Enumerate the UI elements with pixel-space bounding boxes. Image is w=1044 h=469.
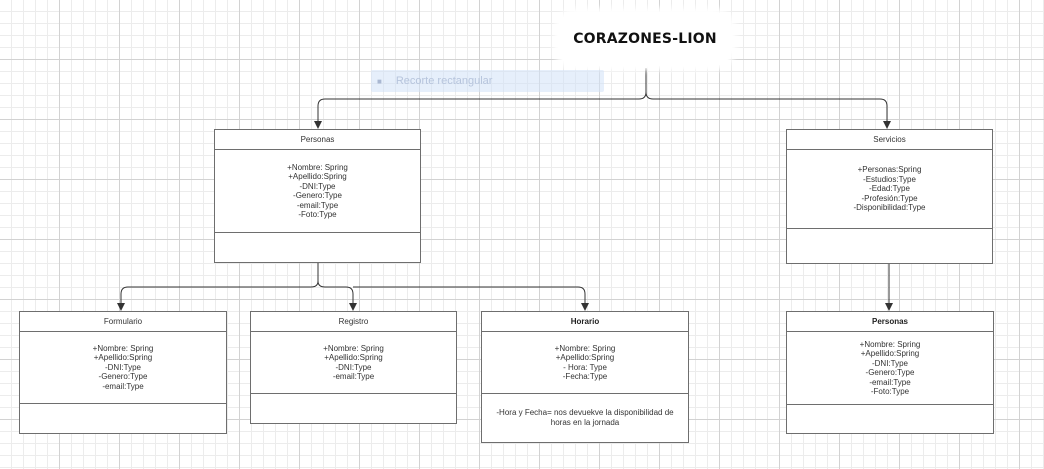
methods-section bbox=[215, 233, 420, 262]
rectangle-shape-icon: ■ bbox=[377, 76, 382, 86]
connector-to-servicios bbox=[653, 98, 891, 129]
attribute-item: -Foto:Type bbox=[298, 210, 337, 219]
class-name: Servicios bbox=[787, 130, 992, 150]
attribute-item: +Nombre: Spring bbox=[554, 343, 616, 353]
attribute-item: -Disponibilidad:Type bbox=[853, 203, 926, 213]
tool-tooltip: ■ Recorte rectangular bbox=[371, 70, 604, 92]
methods-section: -Hora y Fecha= nos devuekve la disponibi… bbox=[482, 394, 688, 442]
attribute-item: -Genero:Type bbox=[98, 372, 148, 382]
connector-personas-trunk bbox=[317, 262, 326, 288]
attribute-item: +Nombre: Spring bbox=[859, 339, 921, 349]
attributes-section: +Nombre: Spring+Apellido:Spring-DNI:Type… bbox=[787, 332, 993, 405]
class-name: Formulario bbox=[20, 312, 226, 332]
tooltip-label: Recorte rectangular bbox=[395, 75, 493, 87]
attribute-item: -Estudios:Type bbox=[863, 174, 916, 184]
attribute-item: - Hora: Type bbox=[563, 362, 607, 372]
attributes-section: +Personas:Spring-Estudios:Type-Edad:Type… bbox=[787, 150, 992, 229]
diagram-title-shape[interactable]: CORAZONES-LION bbox=[558, 12, 732, 66]
class-horario[interactable]: Horario +Nombre: Spring+Apellido:Spring-… bbox=[481, 311, 689, 443]
attribute-item: -Foto:Type bbox=[870, 387, 910, 396]
attribute-item: -Profesión:Type bbox=[861, 193, 918, 203]
connector-to-personas bbox=[314, 91, 647, 129]
attributes-section: +Nombre: Spring+Apellido:Spring-DNI:Type… bbox=[215, 150, 420, 233]
attribute-item: -Edad:Type bbox=[869, 184, 910, 194]
attribute-item: -DNI:Type bbox=[104, 362, 141, 372]
attributes-section: +Nombre: Spring+Apellido:Spring-DNI:Type… bbox=[20, 332, 226, 404]
attribute-item: -email:Type bbox=[102, 381, 144, 391]
attribute-item: -Genero:Type bbox=[865, 368, 915, 377]
class-servicios[interactable]: Servicios +Personas:Spring-Estudios:Type… bbox=[786, 129, 993, 264]
method-note: -Hora y Fecha= nos devuekve la disponibi… bbox=[496, 408, 674, 427]
attribute-item: +Nombre: Spring bbox=[287, 162, 348, 172]
attribute-item: +Apellido:Spring bbox=[555, 353, 615, 362]
attribute-item: -DNI:Type bbox=[335, 362, 372, 372]
attribute-item: -DNI:Type bbox=[299, 181, 336, 191]
class-registro[interactable]: Registro +Nombre: Spring+Apellido:Spring… bbox=[250, 311, 457, 424]
attributes-section: +Nombre: Spring+Apellido:Spring-DNI:Type… bbox=[251, 332, 456, 394]
methods-section bbox=[787, 229, 992, 263]
attributes-section: +Nombre: Spring+Apellido:Spring- Hora: T… bbox=[482, 332, 688, 394]
attribute-item: -Fecha:Type bbox=[562, 372, 608, 381]
class-formulario[interactable]: Formulario +Nombre: Spring+Apellido:Spri… bbox=[19, 311, 227, 434]
class-name: Horario bbox=[482, 312, 688, 332]
attribute-item: +Nombre: Spring bbox=[92, 343, 154, 353]
connector-to-horario bbox=[353, 286, 589, 311]
class-name: Personas bbox=[787, 312, 993, 332]
class-name: Registro bbox=[251, 312, 456, 332]
connector-to-registro bbox=[325, 286, 357, 311]
methods-section bbox=[251, 394, 456, 423]
methods-section bbox=[787, 405, 993, 433]
methods-section bbox=[20, 404, 226, 433]
attribute-item: +Apellido:Spring bbox=[93, 353, 153, 363]
class-name: Personas bbox=[215, 130, 420, 150]
connector-title-trunk bbox=[645, 68, 654, 100]
attribute-item: -email:Type bbox=[296, 200, 339, 210]
attribute-item: +Apellido:Spring bbox=[324, 353, 383, 362]
diagram-title: CORAZONES-LION bbox=[573, 31, 717, 47]
attribute-item: +Nombre: Spring bbox=[323, 343, 384, 353]
class-personas-2[interactable]: Personas +Nombre: Spring+Apellido:Spring… bbox=[786, 311, 994, 434]
attribute-item: -email:Type bbox=[332, 372, 375, 381]
connector-to-formulario bbox=[117, 280, 319, 311]
attribute-item: +Personas:Spring bbox=[857, 165, 922, 175]
attribute-item: -DNI:Type bbox=[871, 358, 908, 368]
attribute-item: +Apellido:Spring bbox=[288, 172, 347, 181]
attribute-item: +Apellido:Spring bbox=[860, 349, 920, 358]
class-personas[interactable]: Personas +Nombre: Spring+Apellido:Spring… bbox=[214, 129, 421, 263]
attribute-item: -email:Type bbox=[869, 377, 911, 387]
attribute-item: -Genero:Type bbox=[293, 191, 342, 200]
